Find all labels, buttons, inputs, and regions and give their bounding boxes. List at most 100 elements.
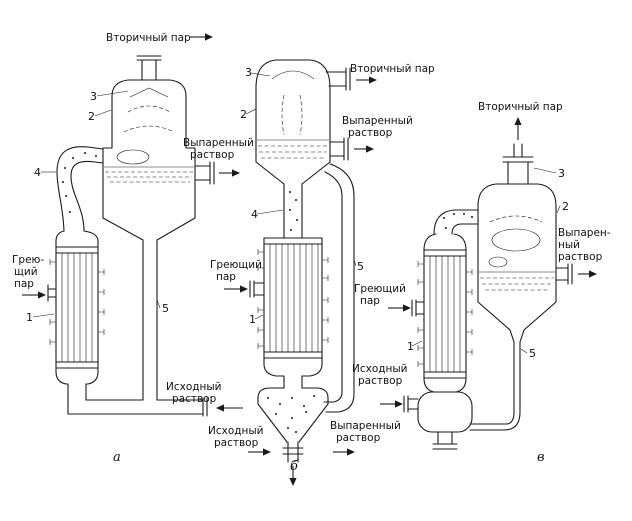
part-number-1-v: 1 [407, 340, 414, 353]
part-number-3-v: 3 [558, 167, 565, 180]
part-number-1-b: 1 [249, 313, 256, 326]
evaporated-outlet-b: Выпаренный раствор [329, 115, 413, 161]
circulation-pipe-b [323, 163, 355, 413]
label-evaporated-a-2: раствор [190, 149, 235, 161]
label-heating-a-2: щий [14, 266, 38, 278]
flange-ticks-a [49, 259, 105, 345]
riser-pipe-a [56, 146, 104, 232]
part-number-3-a: 3 [90, 90, 97, 103]
secondary-steam-b: Вторичный пар [325, 63, 435, 91]
bottom-loop-a [67, 383, 208, 417]
label-feed-v-2: раствор [358, 375, 403, 387]
bottom-head-v [423, 377, 467, 393]
part-numbers-b: 1 2 3 4 5 [240, 66, 364, 326]
label-evaporated-v-2: ный [558, 239, 580, 251]
label-evaporated-bottom-b-2: раствор [336, 432, 381, 444]
tubes-b [269, 244, 319, 352]
label-feed-a-2: раствор [172, 393, 217, 405]
diagram-a: Вторичный пар Выпаренный раствор Грею- щ… [12, 32, 254, 465]
flange-ticks-v [417, 261, 473, 367]
cone-a [102, 217, 196, 241]
bottom-outlet-v [432, 431, 458, 450]
secondary-steam-a: Вторичный пар [106, 32, 213, 44]
feed-nozzle-v [403, 395, 419, 413]
label-feed-v-1: Исходный [352, 363, 408, 375]
label-evaporated-v-1: Выпарен- [558, 227, 611, 239]
separator-a [102, 55, 196, 241]
part-number-1-a: 1 [26, 311, 33, 324]
secondary-steam-v: Вторичный пар [478, 101, 563, 140]
label-feed-a-1: Исходный [166, 381, 222, 393]
label-heating-b-2: пар [216, 271, 236, 283]
label-heating-v-1: Греющий [354, 283, 406, 295]
heating-chamber-v [411, 233, 473, 393]
label-evaporated-bottom-b-1: Выпаренный [330, 420, 401, 432]
label-secondary-steam-a: Вторичный пар [106, 32, 191, 44]
bottom-vessel-b [257, 387, 329, 486]
part-number-5-b: 5 [357, 260, 364, 273]
bottom-head-a [55, 367, 99, 385]
cone-b [255, 161, 331, 185]
heating-chamber-b [249, 237, 329, 389]
vortex-a [116, 149, 150, 165]
heating-chamber-a [47, 230, 105, 385]
label-evaporated-v-3: раствор [558, 251, 603, 263]
deflector-b [271, 70, 315, 80]
downcomer-pipe-a [142, 239, 158, 401]
heating-steam-v: Греющий пар [354, 283, 411, 312]
separator-b [255, 59, 331, 185]
bubbles-vessel-b [267, 395, 315, 433]
vortex-v [491, 228, 541, 252]
label-heating-b-1: Греющий [210, 259, 262, 271]
label-feed-b-1: Исходный [208, 425, 264, 437]
part-number-2-b: 2 [240, 108, 247, 121]
label-secondary-steam-v: Вторичный пар [478, 101, 563, 113]
part-numbers-a: 1 2 3 4 5 [26, 90, 169, 324]
steam-nozzle-b [249, 280, 265, 298]
evaporated-bottom-b: Выпаренный раствор [330, 420, 401, 456]
caption-v: в [537, 450, 545, 465]
label-evaporated-b-1: Выпаренный [342, 115, 413, 127]
feed-flange-a [202, 397, 208, 417]
bottom-vessel-v [403, 391, 473, 450]
bottom-outlet-b [282, 441, 304, 463]
tubes-a [61, 253, 93, 362]
label-heating-a-3: пар [14, 278, 34, 290]
cone-v [477, 301, 557, 343]
steam-nozzle-v [411, 299, 425, 317]
part-number-4-b: 4 [251, 208, 258, 221]
top-head-a [55, 230, 99, 248]
caption-a: а [113, 450, 121, 465]
part-number-5-v: 5 [529, 347, 536, 360]
part-number-2-v: 2 [562, 200, 569, 213]
bubbles-v [443, 213, 473, 229]
bubbles-a [62, 152, 97, 213]
central-pipe-b [283, 183, 303, 239]
feed-solution-v: Исходный раствор [352, 363, 408, 408]
bottom-head-b [263, 357, 323, 377]
evaporated-outlet-v: Выпарен- ный раствор [555, 227, 611, 285]
separator-v [477, 143, 557, 343]
diagram-b: Вторичный пар Выпаренный раствор [208, 59, 435, 486]
downcomer-pipe-v [469, 341, 521, 431]
top-dome-v [423, 233, 467, 251]
steam-pipe-a [136, 55, 162, 81]
evaporated-outlet-a: Выпаренный раствор [183, 137, 254, 185]
label-heating-v-2: пар [360, 295, 380, 307]
flange-ticks-b [257, 249, 329, 349]
top-nozzle-v [502, 143, 534, 185]
heating-steam-a: Грею- щий пар [12, 254, 46, 299]
label-evaporated-b-2: раствор [348, 127, 393, 139]
liquid-hatch-a [105, 171, 193, 183]
part-number-3-b: 3 [245, 66, 252, 79]
steam-nozzle-a [47, 284, 57, 302]
liquid-hatch-v [480, 277, 554, 291]
liquid-hatch-b [258, 145, 328, 159]
deflector-a [129, 87, 169, 98]
label-secondary-steam-b: Вторичный пар [350, 63, 435, 75]
feed-solution-b: Исходный раствор [208, 425, 271, 456]
caption-b: б [290, 459, 298, 474]
diagram-v: Вторичный пар Выпарен- ный раствор [352, 101, 611, 465]
